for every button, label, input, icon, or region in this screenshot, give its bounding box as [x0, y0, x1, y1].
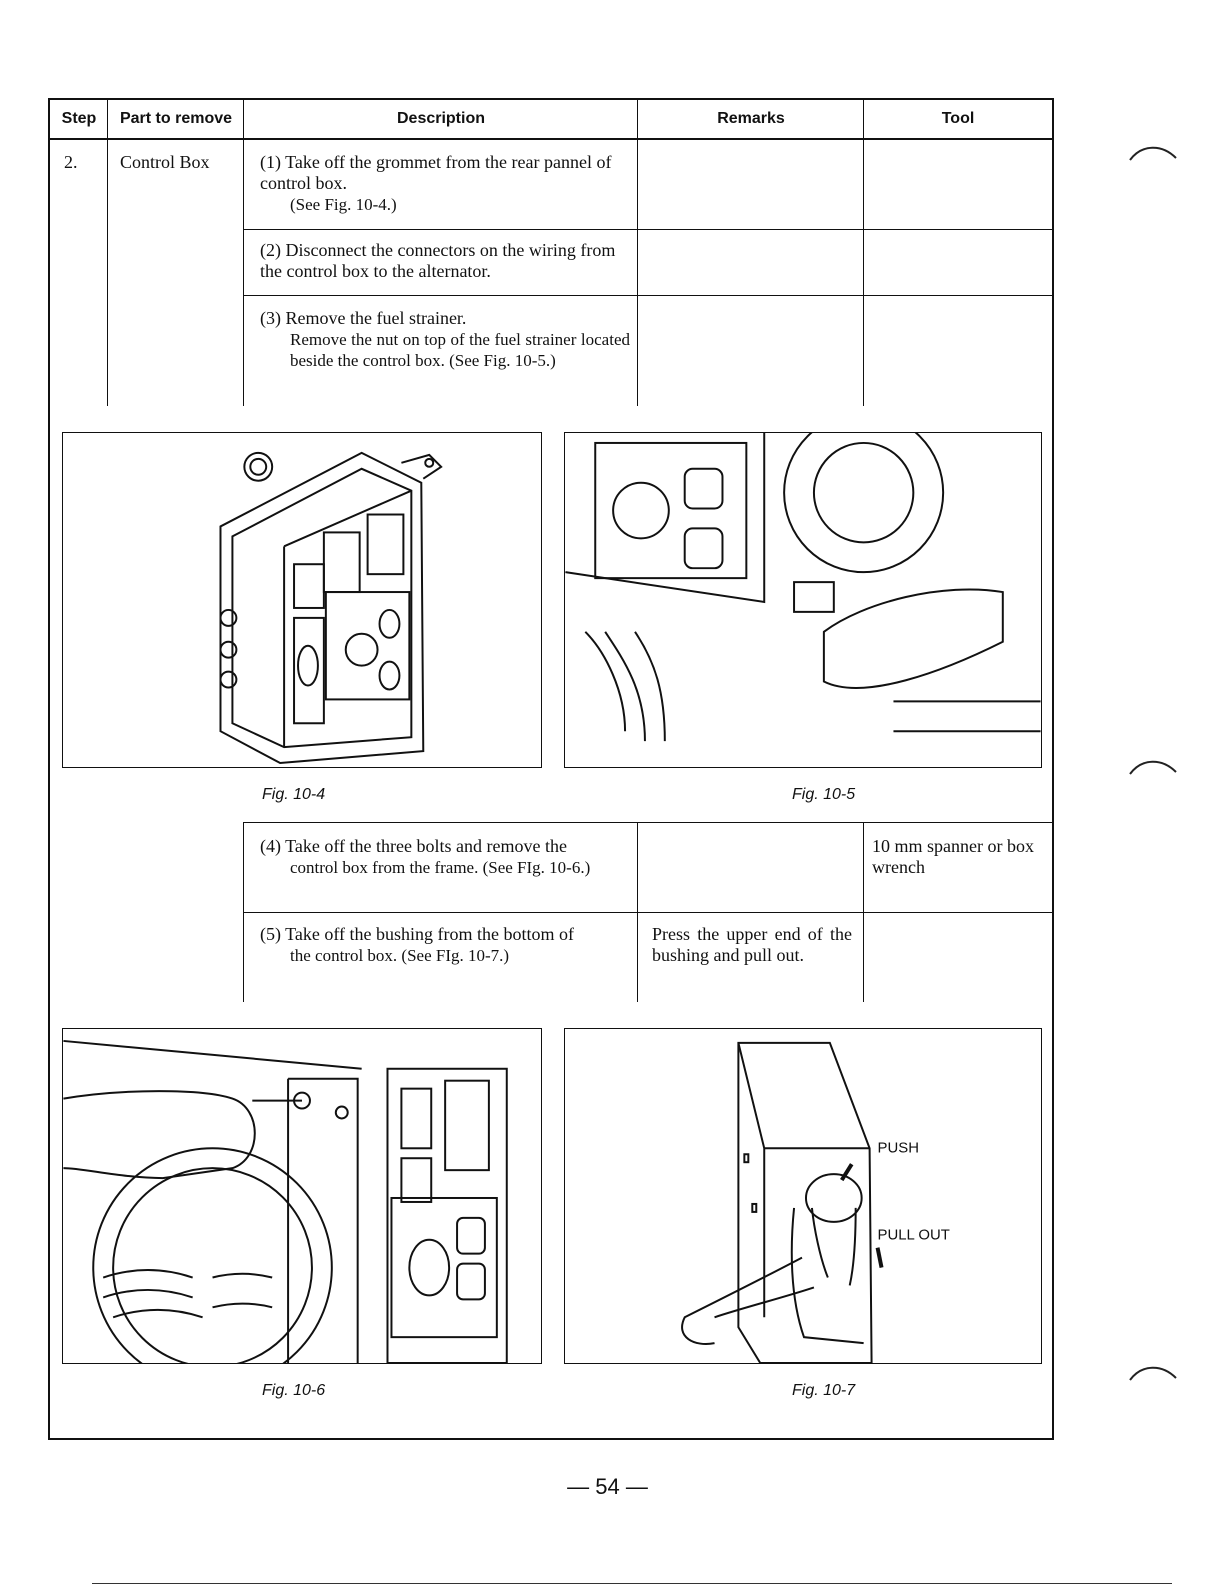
caption-fig-10-4: Fig. 10-4 — [262, 786, 326, 803]
binder-hole-mark — [1129, 146, 1177, 161]
control-box-illustration — [219, 451, 443, 765]
header-tool: Tool — [864, 100, 1052, 140]
divider — [243, 229, 1054, 230]
description-row-2: (2) Disconnect the connectors on the wir… — [260, 240, 630, 282]
description-row-5: (5) Take off the bushing from the bottom… — [260, 924, 630, 966]
description-lead: (2) Disconnect the connectors on the wir… — [260, 240, 616, 281]
bolt-removal-illustration — [63, 1039, 508, 1363]
divider — [637, 100, 638, 140]
push-label: PUSH — [878, 1140, 919, 1156]
divider — [92, 1583, 1172, 1584]
description-body: Remove the nut on top of the fuel strain… — [290, 330, 630, 370]
caption-fig-10-5: Fig. 10-5 — [792, 786, 856, 803]
binder-hole-mark — [1129, 760, 1177, 775]
figure-10-6 — [62, 1028, 542, 1364]
procedure-table: Step Part to remove Description Remarks … — [48, 98, 1054, 1440]
divider — [243, 822, 1054, 823]
figure-10-5 — [564, 432, 1042, 768]
divider — [107, 100, 108, 140]
divider — [243, 100, 244, 140]
divider — [243, 912, 1054, 913]
divider — [243, 140, 244, 406]
remarks-row-5: Press the upper end of the bushing and p… — [652, 924, 852, 965]
bushing-removal-illustration: PUSH PULL OUT — [681, 1041, 950, 1363]
divider — [243, 295, 1054, 296]
fuel-strainer-illustration — [565, 433, 1041, 742]
description-row-1: (1) Take off the grommet from the rear p… — [260, 152, 630, 215]
divider — [637, 140, 638, 406]
description-lead: (5) Take off the bushing from the bottom… — [260, 924, 575, 944]
description-row-3: (3) Remove the fuel strainer. Remove the… — [260, 308, 630, 371]
binder-hole-mark — [1129, 1366, 1177, 1381]
tool-row-4: 10 mm spanner or box wrench — [872, 836, 1034, 877]
divider — [863, 140, 864, 406]
caption-fig-10-7: Fig. 10-7 — [792, 1382, 856, 1399]
header-part: Part to remove — [108, 100, 244, 140]
pull-out-label: PULL OUT — [878, 1228, 950, 1244]
step-number: 2. — [64, 152, 78, 172]
description-row-4: (4) Take off the three bolts and remove … — [260, 836, 630, 878]
part-name: Control Box — [120, 152, 210, 172]
divider — [107, 140, 108, 406]
header-step: Step — [50, 100, 108, 140]
page-number: — 54 — — [567, 1474, 648, 1499]
caption-fig-10-6: Fig. 10-6 — [262, 1382, 326, 1399]
description-lead: (4) Take off the three bolts and remove … — [260, 836, 567, 856]
header-description: Description — [244, 100, 638, 140]
figure-10-7: PUSH PULL OUT — [564, 1028, 1042, 1364]
divider — [863, 100, 864, 140]
description-body: (See Fig. 10-4.) — [290, 195, 397, 214]
description-lead: (1) Take off the grommet from the rear p… — [260, 152, 612, 193]
description-body: the control box. (See FIg. 10-7.) — [290, 946, 510, 965]
header-remarks: Remarks — [638, 100, 864, 140]
description-lead: (3) Remove the fuel strainer. — [260, 308, 467, 328]
figure-10-4 — [62, 432, 542, 768]
description-body: control box from the frame. (See FIg. 10… — [290, 858, 591, 877]
